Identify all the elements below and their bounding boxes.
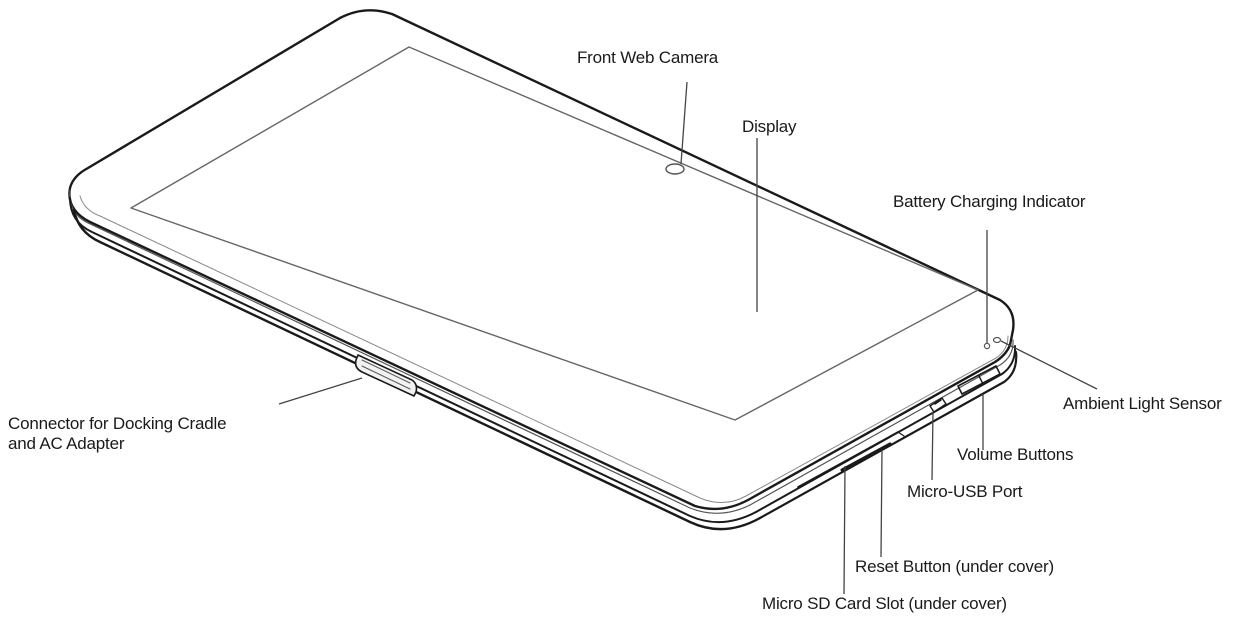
- tablet-bevel: [79, 195, 1009, 503]
- label-reset-button: Reset Button (under cover): [855, 557, 1054, 576]
- leader-reset-button: [880, 449, 883, 558]
- tablet-body: [68, 9, 1018, 531]
- label-docking-connector: Connector for Docking Cradle and AC Adap…: [8, 414, 227, 454]
- label-front-web-camera: Front Web Camera: [577, 48, 719, 67]
- label-micro-sd-card-slot: Micro SD Card Slot (under cover): [762, 594, 1007, 613]
- label-docking-connector-line1: Connector for Docking Cradle: [8, 414, 227, 433]
- leader-micro-sd: [843, 465, 846, 595]
- label-volume-buttons: Volume Buttons: [957, 445, 1074, 464]
- tablet-side-edge-right-2: [755, 345, 1017, 513]
- leader-micro-usb: [931, 411, 934, 481]
- micro-sd-slot-icon: [797, 431, 905, 488]
- tablet-side-edge-left: [69, 189, 751, 514]
- micro-usb-port-icon: [929, 397, 947, 413]
- tablet-side-edge-right-1: [749, 339, 1014, 506]
- battery-indicator-icon: [983, 342, 991, 350]
- callout-lines: [278, 81, 1098, 595]
- label-display: Display: [742, 117, 797, 136]
- display-area: [130, 46, 979, 421]
- leader-docking-connector: [278, 377, 363, 405]
- label-battery-charging-indicator: Battery Charging Indicator: [893, 192, 1086, 211]
- front-camera-icon: [665, 163, 685, 175]
- leader-ambient-light: [1000, 340, 1098, 390]
- tablet-side-edge-left-3: [72, 208, 762, 531]
- leader-front-camera: [680, 81, 688, 165]
- tablet-outer-edge: [68, 9, 1015, 511]
- label-ambient-light-sensor: Ambient Light Sensor: [1063, 394, 1222, 413]
- tablet-side-edge-right-3: [758, 350, 1018, 520]
- volume-buttons-icon: [957, 365, 1001, 395]
- label-micro-usb-port: Micro-USB Port: [907, 482, 1023, 501]
- tablet-side-edge-left-2: [69, 197, 757, 524]
- label-docking-connector-line2: and AC Adapter: [8, 434, 125, 453]
- docking-connector-icon: [354, 354, 418, 397]
- ambient-light-sensor-icon: [992, 336, 1002, 344]
